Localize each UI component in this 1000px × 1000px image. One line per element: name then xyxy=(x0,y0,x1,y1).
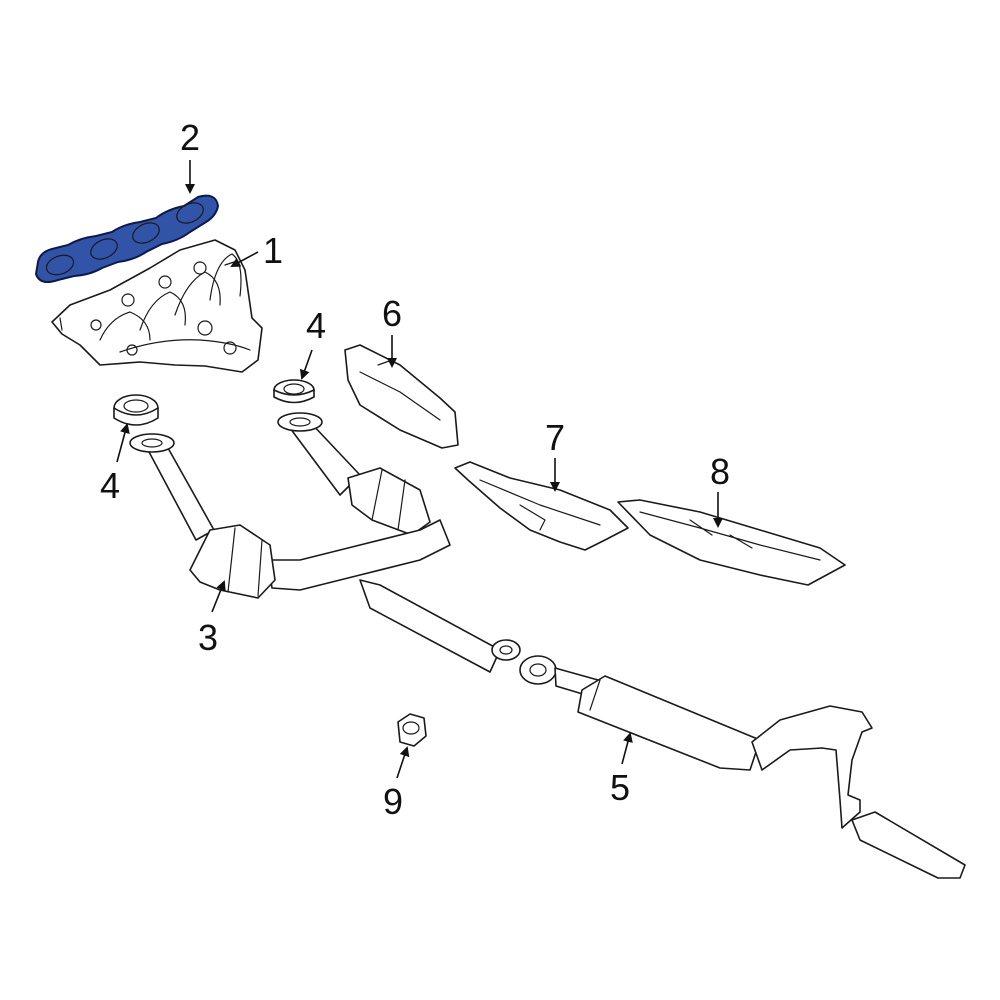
leader-9 xyxy=(396,746,410,779)
callout-numbers: 2 1 4 6 4 7 8 3 5 9 xyxy=(100,117,730,822)
leader-5 xyxy=(621,732,633,765)
callout-7: 7 xyxy=(545,417,565,458)
leader-1 xyxy=(230,251,259,267)
intermediate-pipe[interactable] xyxy=(359,579,521,673)
front-pipe-catalytic-converter[interactable] xyxy=(129,412,451,599)
callout-leaders xyxy=(116,160,723,779)
gasket-port-2 xyxy=(90,238,118,260)
heat-shield-6[interactable] xyxy=(344,344,459,449)
callout-4-lower: 4 xyxy=(100,465,120,506)
callout-2: 2 xyxy=(180,117,200,158)
callout-1: 1 xyxy=(263,230,283,271)
heat-shield-8[interactable] xyxy=(617,499,846,586)
callout-4-upper: 4 xyxy=(306,305,326,346)
gasket-port-1 xyxy=(45,254,75,276)
heat-shield-7[interactable] xyxy=(454,461,629,551)
callout-8: 8 xyxy=(710,451,730,492)
manifold-gasket[interactable] xyxy=(34,194,220,283)
nut[interactable] xyxy=(397,713,427,747)
leader-4a xyxy=(299,349,313,380)
donut-gasket-right[interactable] xyxy=(273,379,315,404)
callout-6: 6 xyxy=(382,293,402,334)
callout-9: 9 xyxy=(383,781,403,822)
gasket-port-3 xyxy=(132,222,160,244)
callout-3: 3 xyxy=(198,617,218,658)
leader-3 xyxy=(211,580,226,613)
donut-gasket-left[interactable] xyxy=(113,394,159,426)
callout-5: 5 xyxy=(610,767,630,808)
gasket-port-4 xyxy=(176,202,204,224)
leader-4b xyxy=(116,423,130,463)
muffler-tailpipe[interactable] xyxy=(519,655,966,879)
manifold-gasket-body[interactable] xyxy=(34,194,220,283)
exhaust-manifold[interactable] xyxy=(51,239,263,373)
